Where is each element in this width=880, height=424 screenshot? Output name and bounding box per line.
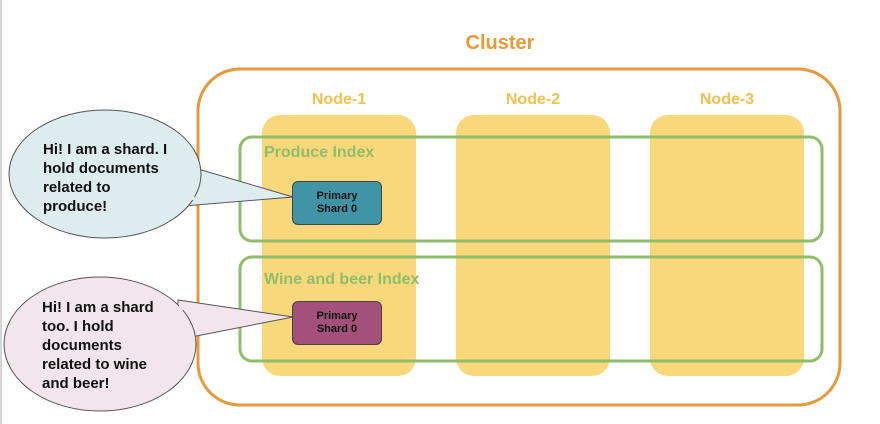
node-2-column — [456, 115, 610, 376]
node-2-title: Node-2 — [505, 91, 561, 108]
produce-primary-shard: Primary Shard 0 — [292, 181, 382, 225]
shard-label-line1: Primary — [316, 310, 358, 322]
wine-beer-speech-bubble — [3, 276, 197, 412]
produce-bubble-text: Hi! I am a shard. I hold documents relat… — [43, 141, 168, 215]
wine-beer-bubble-text: Hi! I am a shard too. I hold documents r… — [42, 299, 154, 392]
cluster-box — [196, 67, 842, 407]
node-1-title: Node-1 — [311, 91, 367, 108]
wine-beer-primary-shard: Primary Shard 0 — [292, 301, 382, 345]
wine-beer-index-title: Wine and beer Index — [264, 271, 420, 288]
left-edge-divider — [0, 0, 2, 424]
node-3-title: Node-3 — [699, 91, 755, 108]
node-3-column — [650, 115, 804, 376]
produce-speech-bubble — [8, 109, 202, 239]
cluster-title: Cluster — [465, 32, 535, 54]
shard-label-line2: Shard 0 — [316, 203, 358, 215]
shard-label-line1: Primary — [316, 190, 358, 202]
produce-index-title: Produce Index — [264, 144, 375, 161]
shard-label-line2: Shard 0 — [316, 323, 358, 335]
